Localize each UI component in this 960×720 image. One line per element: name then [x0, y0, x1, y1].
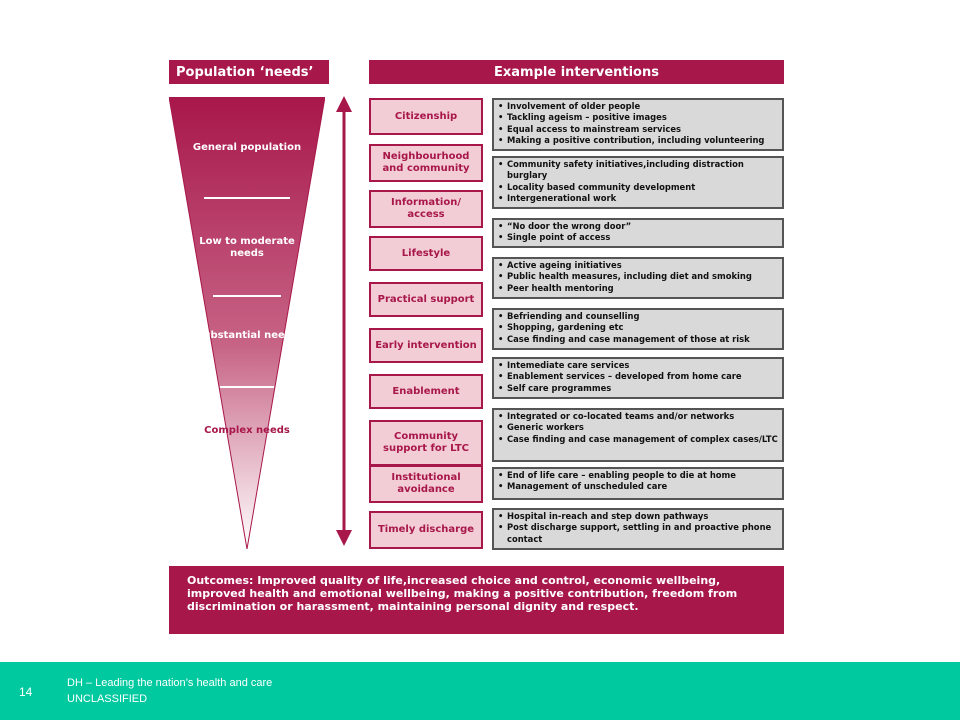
- example-item: Post discharge support, settling in and …: [498, 522, 778, 545]
- intervention-label: Institutional avoidance: [369, 465, 483, 503]
- intervention-examples: “No door the wrong door”Single point of …: [492, 218, 784, 248]
- intervention-examples: Befriending and counsellingShopping, gar…: [492, 308, 784, 350]
- intervention-examples: Active ageing initiativesPublic health m…: [492, 257, 784, 299]
- example-item: Single point of access: [498, 232, 778, 244]
- example-item: Making a positive contribution, includin…: [498, 135, 778, 147]
- outcomes-label: Outcomes:: [187, 574, 254, 587]
- example-item: Generic workers: [498, 422, 778, 434]
- intervention-label: Early intervention: [369, 328, 483, 363]
- example-item: Locality based community development: [498, 182, 778, 194]
- intervention-label: Community support for LTC: [369, 420, 483, 466]
- intervention-examples: Hospital in-reach and step down pathways…: [492, 508, 784, 550]
- intervention-examples: Community safety initiatives,including d…: [492, 156, 784, 209]
- intervention-label: Enablement: [369, 374, 483, 409]
- example-item: “No door the wrong door”: [498, 221, 778, 233]
- example-item: Case finding and case management of thos…: [498, 334, 778, 346]
- example-item: Integrated or co-located teams and/or ne…: [498, 411, 778, 423]
- example-item: Management of unscheduled care: [498, 481, 778, 493]
- intervention-examples: Involvement of older peopleTackling agei…: [492, 98, 784, 151]
- level-substantial-needs: Substantial needs: [196, 330, 298, 341]
- example-item: End of life care – enabling people to di…: [498, 470, 778, 482]
- intervention-examples: Integrated or co-located teams and/or ne…: [492, 408, 784, 462]
- needs-funnel: [169, 97, 325, 549]
- outcomes-text: Improved quality of life,increased choic…: [187, 574, 738, 613]
- double-arrow-icon: [336, 96, 352, 546]
- population-needs-header: Population ‘needs’: [169, 60, 329, 84]
- intervention-examples: Intemediate care servicesEnablement serv…: [492, 357, 784, 399]
- example-item: Intemediate care services: [498, 360, 778, 372]
- example-item: Hospital in-reach and step down pathways: [498, 511, 778, 523]
- intervention-label: Neighbourhood and community: [369, 144, 483, 182]
- example-item: Self care programmes: [498, 383, 778, 395]
- example-item: Enablement services – developed from hom…: [498, 371, 778, 383]
- classification-label: UNCLASSIFIED: [67, 693, 148, 705]
- level-complex-needs: Complex needs: [204, 425, 290, 436]
- example-item: Tackling ageism – positive images: [498, 112, 778, 124]
- level-general-population: General population: [192, 142, 302, 153]
- example-item: Case finding and case management of comp…: [498, 434, 778, 446]
- example-item: Equal access to mainstream services: [498, 124, 778, 136]
- example-item: Active ageing initiatives: [498, 260, 778, 272]
- page-number: 14: [19, 685, 33, 699]
- example-interventions-header: Example interventions: [369, 60, 784, 84]
- example-item: Befriending and counselling: [498, 311, 778, 323]
- footer-bar: 14 DH – Leading the nation’s health and …: [0, 662, 960, 720]
- level-low-to-moderate-needs: Low to moderate needs: [199, 236, 295, 259]
- funnel-shape: [169, 97, 325, 549]
- intervention-label: Practical support: [369, 282, 483, 317]
- intervention-label: Timely discharge: [369, 511, 483, 549]
- outcomes-box: Outcomes: Improved quality of life,incre…: [169, 566, 784, 634]
- intervention-label: Lifestyle: [369, 236, 483, 271]
- footer-tagline: DH – Leading the nation’s health and car…: [67, 677, 273, 689]
- example-item: Community safety initiatives,including d…: [498, 159, 778, 182]
- example-item: Involvement of older people: [498, 101, 778, 113]
- intervention-examples: End of life care – enabling people to di…: [492, 467, 784, 500]
- example-item: Peer health mentoring: [498, 283, 778, 295]
- example-item: Public health measures, including diet a…: [498, 271, 778, 283]
- intervention-label: Information/ access: [369, 190, 483, 228]
- intervention-label: Citizenship: [369, 98, 483, 135]
- example-item: Intergenerational work: [498, 193, 778, 205]
- example-item: Shopping, gardening etc: [498, 322, 778, 334]
